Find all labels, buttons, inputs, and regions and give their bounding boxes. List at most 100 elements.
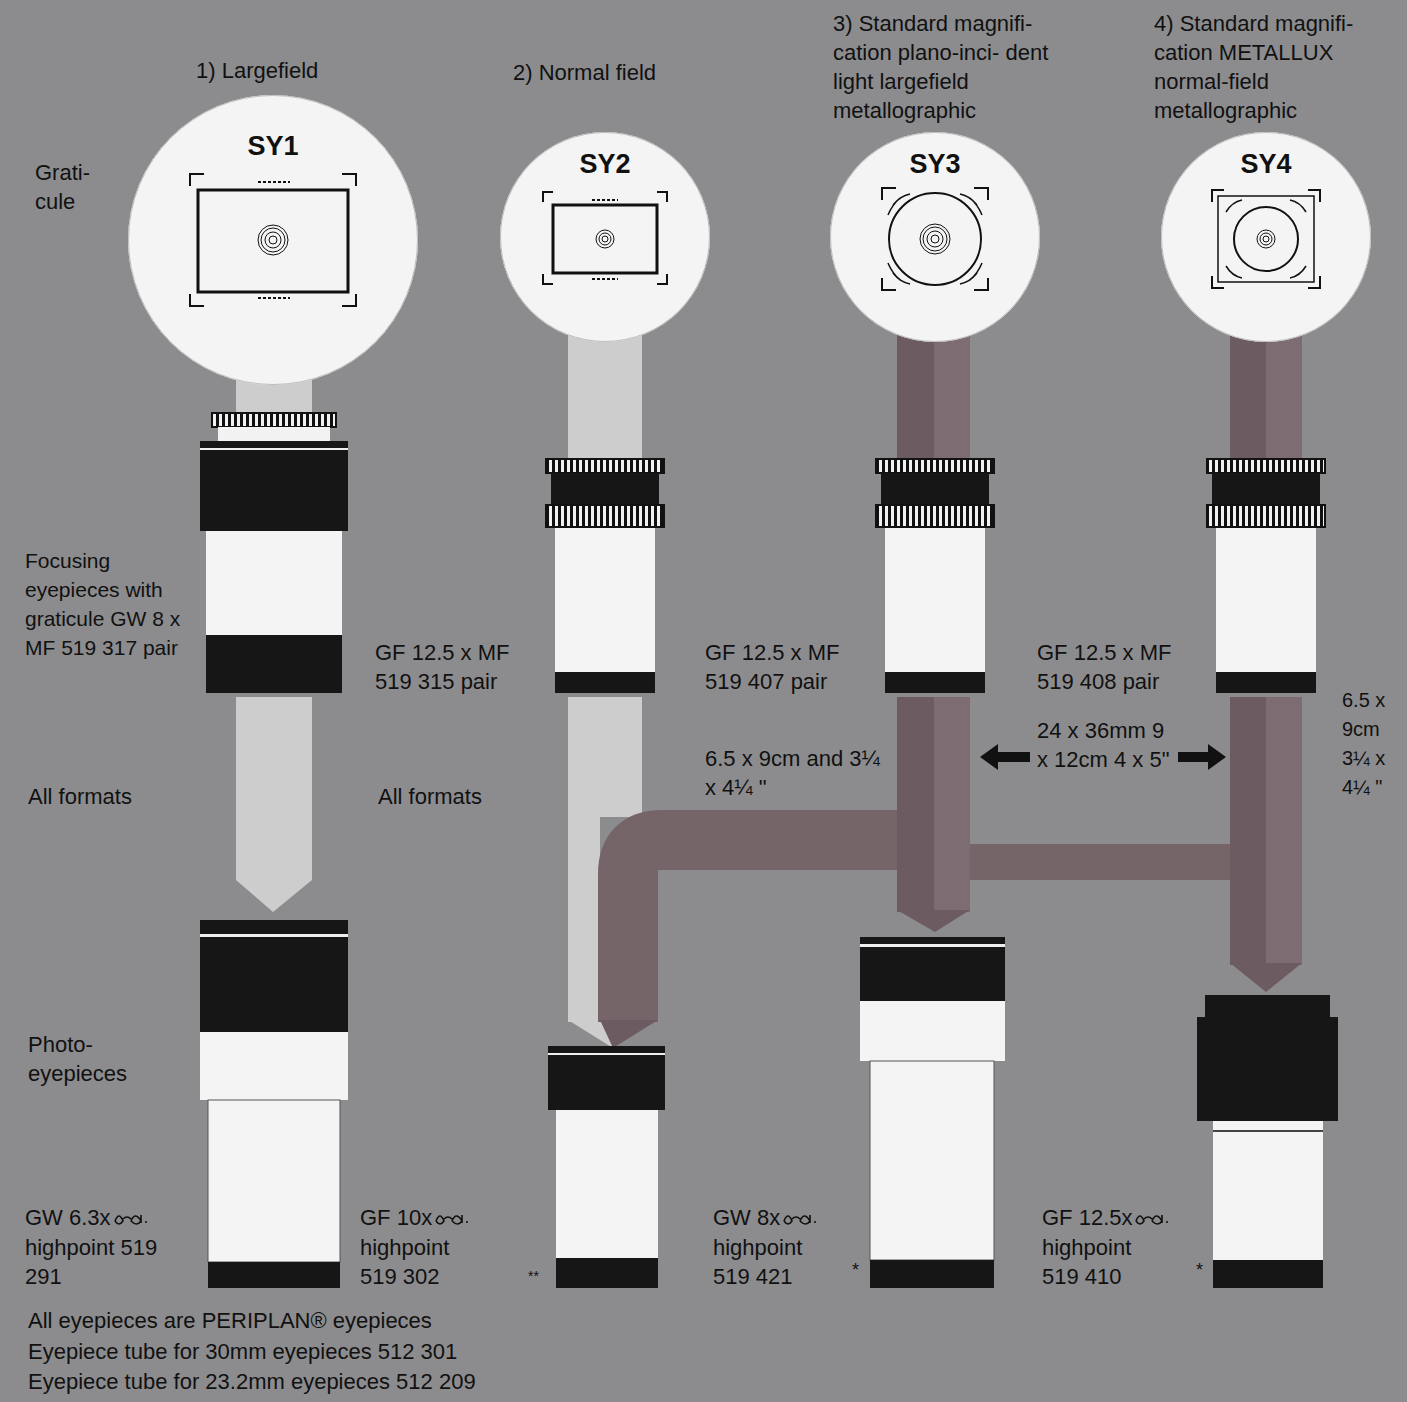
dark-path xyxy=(1266,697,1302,965)
format-arrow xyxy=(1178,744,1226,770)
caption-text: * xyxy=(1196,1256,1203,1285)
dark-path xyxy=(897,335,934,463)
focusing-eyepiece xyxy=(551,473,659,505)
focusing-eyepiece xyxy=(876,505,994,527)
light-path xyxy=(568,800,600,1022)
caption-text: Photo- eyepieces xyxy=(28,1030,178,1088)
graticule-disc xyxy=(1161,132,1371,342)
caption-text: All eyepieces are PERIPLAN® eyepieces xyxy=(28,1306,432,1335)
focusing-eyepiece xyxy=(1212,473,1320,505)
graticule-pattern xyxy=(592,200,618,279)
focusing-eyepiece xyxy=(206,531,342,635)
focusing-eyepiece xyxy=(881,473,989,505)
graticule-pattern xyxy=(1234,207,1298,271)
caption-text: highpoint 519 291 xyxy=(25,1233,160,1291)
photo-eyepiece xyxy=(1205,995,1330,1017)
graticule-disc xyxy=(830,132,1040,342)
dark-path xyxy=(897,910,970,932)
dark-path xyxy=(935,844,1266,880)
caption-text: GF 10x xyxy=(360,1203,432,1232)
photo-eyepiece xyxy=(870,1061,994,1260)
spectacles-symbol xyxy=(1134,1207,1170,1229)
graticule-pattern xyxy=(269,236,277,244)
focusing-eyepiece xyxy=(885,672,985,693)
graticule-pattern xyxy=(1212,190,1320,288)
dark-path xyxy=(934,335,970,463)
caption-text: GF 12.5x xyxy=(1042,1203,1132,1232)
graticule-pattern xyxy=(265,232,281,248)
focusing-eyepiece xyxy=(1207,459,1325,473)
column-heading: 3) Standard magnifi- cation plano-inci- … xyxy=(833,9,1059,125)
dark-path xyxy=(1266,335,1302,463)
photo-eyepiece xyxy=(870,1260,994,1288)
spectacles-symbol xyxy=(115,1215,147,1224)
graticule-pattern xyxy=(1260,233,1272,245)
photo-eyepiece xyxy=(1213,1260,1323,1288)
caption-text: highpoint 519 302 xyxy=(360,1233,490,1291)
graticule-pattern xyxy=(543,192,667,284)
graticule-pattern xyxy=(258,182,290,298)
dark-path xyxy=(897,697,934,912)
photo-eyepiece xyxy=(548,1046,665,1110)
graticule-pattern xyxy=(596,230,614,248)
focusing-eyepiece xyxy=(1207,505,1325,527)
caption-text: 6.5 x 9cm 3¼ x 4¼ " xyxy=(1342,686,1404,802)
caption-text: highpoint 519 410 xyxy=(1042,1233,1172,1291)
photo-eyepiece xyxy=(200,920,1338,1288)
focusing-eyepiece xyxy=(555,528,655,672)
focusing-eyepiece xyxy=(546,459,664,473)
graticule-code: SY2 xyxy=(501,149,709,179)
caption-text: 6.5 x 9cm and 3¼ x 4¼ " xyxy=(705,744,890,802)
photo-eyepiece xyxy=(200,934,348,937)
focusing-eyepiece xyxy=(546,505,664,527)
focusing-eyepiece xyxy=(218,427,330,441)
caption-text: Eyepiece tube for 23.2mm eyepieces 512 2… xyxy=(28,1367,476,1396)
caption-text: GF 12.5 x MF 519 315 pair xyxy=(375,638,547,696)
focusing-eyepiece xyxy=(555,672,655,693)
caption-text: All formats xyxy=(28,782,132,811)
graticule-pattern xyxy=(198,190,348,292)
graticule-disc xyxy=(128,95,418,385)
photo-eyepiece xyxy=(1213,1130,1323,1132)
spectacles-symbol xyxy=(1136,1215,1168,1224)
focusing-eyepiece xyxy=(885,528,985,672)
spectacles-symbol xyxy=(782,1207,818,1229)
caption-text: highpoint 519 421 xyxy=(713,1233,843,1291)
dark-path xyxy=(600,1020,658,1048)
graticule-pattern xyxy=(1257,230,1275,248)
spectacles-symbol xyxy=(434,1207,470,1229)
graticule-pattern xyxy=(931,235,939,243)
graticule-disc xyxy=(500,132,710,342)
graticule-pattern xyxy=(1226,200,1306,278)
graticule-pattern xyxy=(553,205,657,273)
caption-text: Eyepiece tube for 30mm eyepieces 512 301 xyxy=(28,1337,457,1366)
graticule-code: SY1 xyxy=(129,131,417,161)
graticule-pattern xyxy=(889,193,981,285)
graticule-circle: 2) Normal fieldSY2 xyxy=(500,132,710,342)
photo-eyepiece xyxy=(860,1001,1005,1061)
format-arrow xyxy=(980,744,1030,770)
focusing-eyepiece xyxy=(1216,528,1316,672)
photo-eyepiece xyxy=(1213,1121,1323,1260)
graticule-pattern xyxy=(190,174,1320,306)
caption-text: GF 12.5 x MF 519 408 pair xyxy=(1037,638,1207,696)
caption-text: Focusing eyepieces with graticule GW 8 x… xyxy=(25,546,203,662)
focusing-eyepiece xyxy=(1216,672,1316,693)
caption-text: GF 12.5 x MF 519 407 pair xyxy=(705,638,865,696)
graticule-pattern xyxy=(888,194,982,284)
focusing-eyepiece xyxy=(212,413,336,427)
spectacles-symbol xyxy=(784,1215,816,1224)
graticule-pattern xyxy=(261,228,285,252)
graticule-circle: 4) Standard magnifi- cation METALLUX nor… xyxy=(1161,132,1371,342)
graticule-pattern xyxy=(920,224,950,254)
caption-text: 24 x 36mm 9 x 12cm 4 x 5" xyxy=(1037,716,1175,774)
dark-path xyxy=(1230,697,1266,965)
graticule-code: SY4 xyxy=(1162,149,1370,179)
light-path xyxy=(568,335,642,463)
graticule-code: SY3 xyxy=(831,149,1039,179)
photo-eyepiece xyxy=(208,1100,340,1262)
photo-eyepiece xyxy=(208,1262,340,1288)
dark-path xyxy=(1230,335,1266,463)
focusing-eyepiece xyxy=(206,635,342,693)
dark-path xyxy=(600,335,1302,1048)
